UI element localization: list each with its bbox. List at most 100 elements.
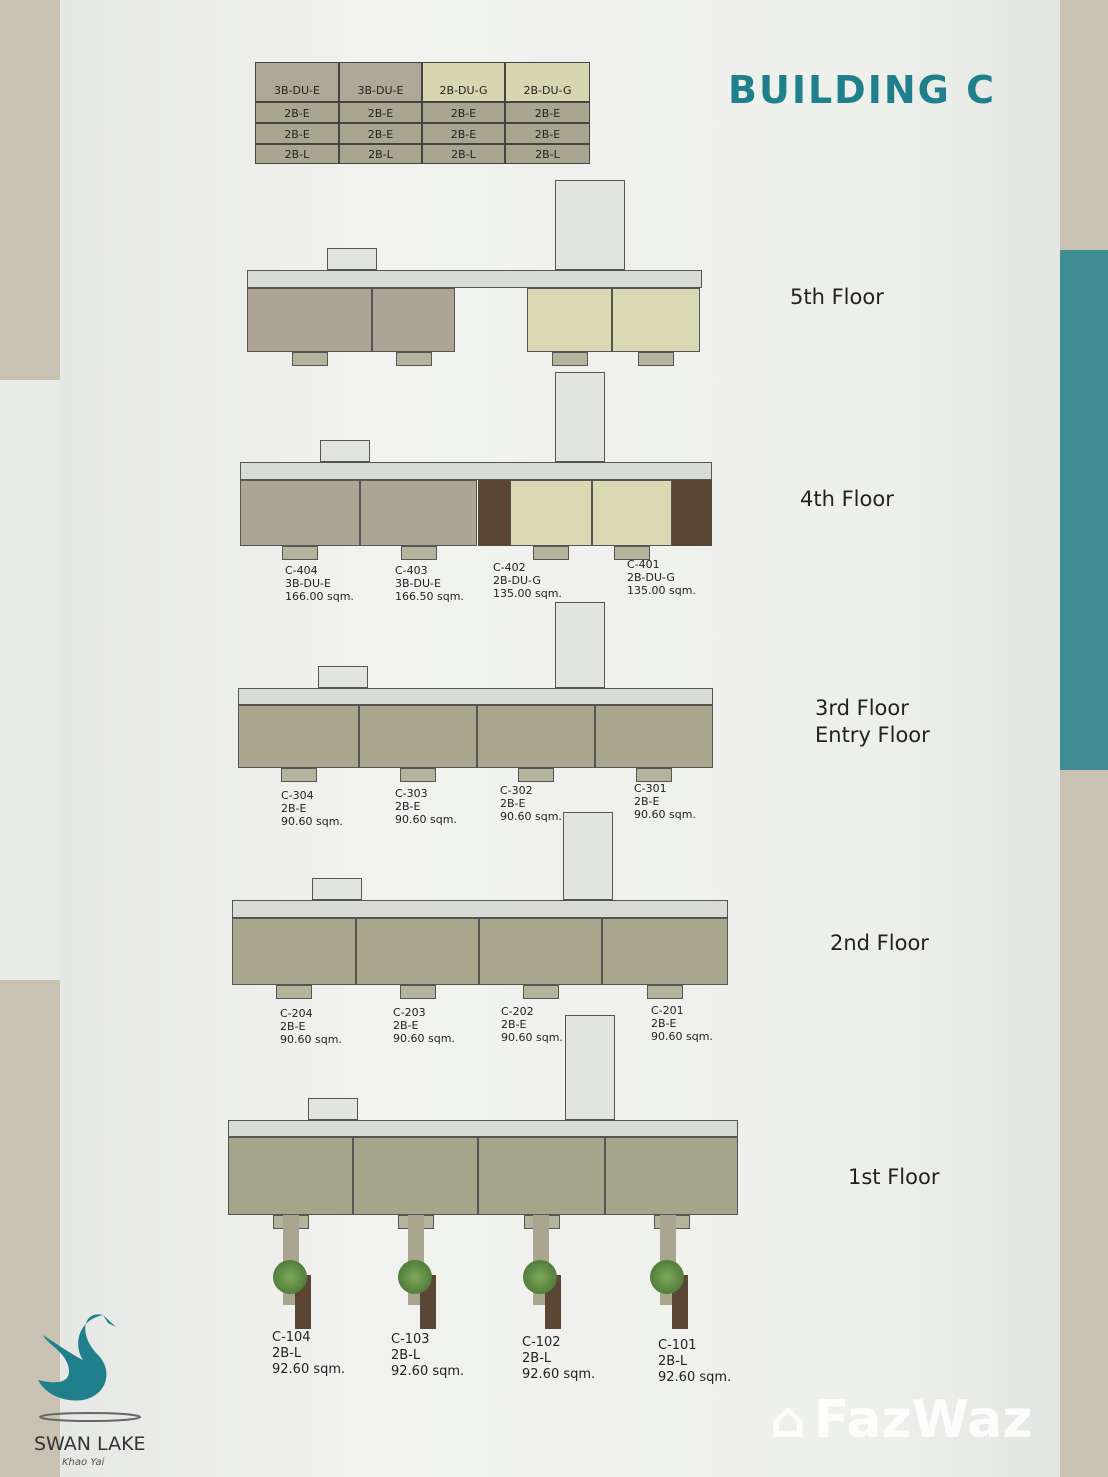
stair-core bbox=[318, 666, 368, 688]
unit-id: C-203 bbox=[393, 1006, 426, 1019]
unit-block bbox=[356, 918, 479, 985]
watermark: ⌂ FazWaz bbox=[770, 1390, 1033, 1450]
unit-block bbox=[228, 1137, 353, 1215]
unit-id: C-102 bbox=[522, 1335, 561, 1350]
balcony bbox=[518, 768, 554, 782]
elevation-cell: 3B-DU-E bbox=[339, 62, 422, 102]
corridor bbox=[240, 462, 712, 480]
floor-name: 2nd Floor bbox=[830, 931, 929, 955]
elevation-cell: 2B-E bbox=[422, 102, 505, 123]
unit-id: C-101 bbox=[658, 1338, 697, 1353]
floor-name: 4th Floor bbox=[800, 487, 894, 511]
stair-core bbox=[312, 878, 362, 900]
wood-deck bbox=[478, 480, 510, 546]
tree-icon bbox=[523, 1260, 557, 1294]
unit-area: 90.60 sqm. bbox=[395, 813, 457, 826]
elevation-cell: 2B-E bbox=[339, 102, 422, 123]
unit-area: 92.60 sqm. bbox=[391, 1364, 465, 1379]
unit-block bbox=[592, 480, 672, 546]
balcony bbox=[614, 546, 650, 560]
logo-subtitle: Khao Yai bbox=[62, 1457, 105, 1468]
unit-block bbox=[238, 705, 359, 768]
unit-area: 90.60 sqm. bbox=[281, 815, 343, 828]
unit-id: C-302 bbox=[500, 784, 533, 797]
unit-type: 2B-E bbox=[501, 1018, 527, 1031]
unit-block bbox=[359, 705, 477, 768]
unit-area: 90.60 sqm. bbox=[501, 1031, 563, 1044]
unit-area: 92.60 sqm. bbox=[522, 1367, 596, 1382]
unit-id: C-104 bbox=[272, 1330, 311, 1345]
unit-type: 2B-E bbox=[651, 1017, 677, 1030]
unit-block bbox=[595, 705, 713, 768]
balcony bbox=[399, 985, 436, 999]
elevation-cell: 2B-E bbox=[505, 123, 590, 144]
floor-subname: Entry Floor bbox=[815, 723, 930, 747]
floor-name: 5th Floor bbox=[790, 285, 884, 309]
unit-type: 2B-E bbox=[500, 797, 526, 810]
balcony bbox=[282, 546, 318, 560]
stair-core bbox=[320, 440, 370, 462]
stair-lift-core bbox=[555, 602, 605, 688]
unit-area: 135.00 sqm. bbox=[627, 584, 696, 597]
balcony bbox=[636, 768, 672, 782]
elevation-cell: 2B-L bbox=[422, 144, 505, 164]
elevation-cell: 3B-DU-E bbox=[255, 62, 339, 102]
unit-type: 2B-E bbox=[281, 802, 307, 815]
unit-block bbox=[478, 1137, 605, 1215]
stair-core bbox=[308, 1098, 358, 1120]
elevation-cell: 2B-L bbox=[255, 144, 339, 164]
elevation-cell: 2B-E bbox=[505, 102, 590, 123]
unit-type: 2B-L bbox=[391, 1348, 421, 1363]
corridor bbox=[247, 270, 702, 288]
unit-block bbox=[232, 918, 356, 985]
background-sheet bbox=[0, 380, 60, 980]
unit-type: 2B-L bbox=[658, 1354, 688, 1369]
wood-deck bbox=[672, 480, 712, 546]
elevation-cell: 2B-DU-G bbox=[505, 62, 590, 102]
unit-type: 2B-E bbox=[634, 795, 660, 808]
tree-icon bbox=[398, 1260, 432, 1294]
unit-id: C-303 bbox=[395, 787, 428, 800]
elevation-cell: 2B-DU-G bbox=[422, 62, 505, 102]
elevation-cell: 2B-E bbox=[422, 123, 505, 144]
unit-area: 90.60 sqm. bbox=[393, 1032, 455, 1045]
balcony bbox=[551, 352, 588, 366]
unit-area: 166.00 sqm. bbox=[285, 590, 354, 603]
unit-id: C-403 bbox=[395, 564, 428, 577]
tree-icon bbox=[273, 1260, 307, 1294]
unit-type: 2B-E bbox=[393, 1019, 419, 1032]
floor-name: 1st Floor bbox=[848, 1165, 940, 1189]
unit-area: 90.60 sqm. bbox=[280, 1033, 342, 1046]
unit-type: 3B-DU-E bbox=[285, 577, 331, 590]
unit-area: 92.60 sqm. bbox=[658, 1370, 732, 1385]
unit-id: C-304 bbox=[281, 789, 314, 802]
corridor bbox=[232, 900, 728, 918]
unit-block bbox=[510, 480, 592, 546]
balcony bbox=[276, 985, 312, 999]
unit-type: 2B-E bbox=[280, 1020, 306, 1033]
unit-id: C-401 bbox=[627, 558, 660, 571]
unit-block bbox=[602, 918, 728, 985]
stair-lift-core bbox=[563, 812, 613, 900]
unit-area: 135.00 sqm. bbox=[493, 587, 562, 600]
unit-block bbox=[527, 288, 612, 352]
unit-block bbox=[612, 288, 700, 352]
stair-lift-core bbox=[555, 372, 605, 462]
unit-type: 2B-L bbox=[522, 1351, 552, 1366]
unit-id: C-103 bbox=[391, 1332, 430, 1347]
unit-id: C-202 bbox=[501, 1005, 534, 1018]
unit-id: C-201 bbox=[651, 1004, 684, 1017]
unit-block bbox=[247, 288, 372, 352]
balcony bbox=[291, 352, 328, 366]
logo-name: SWAN LAKE bbox=[34, 1433, 146, 1455]
swan-icon bbox=[38, 1314, 141, 1422]
unit-area: 166.50 sqm. bbox=[395, 590, 464, 603]
corridor bbox=[238, 688, 713, 705]
elevation-cell: 2B-E bbox=[339, 123, 422, 144]
unit-id: C-402 bbox=[493, 561, 526, 574]
unit-area: 90.60 sqm. bbox=[500, 810, 562, 823]
unit-block bbox=[353, 1137, 478, 1215]
balcony bbox=[522, 985, 559, 999]
balcony bbox=[400, 768, 436, 782]
